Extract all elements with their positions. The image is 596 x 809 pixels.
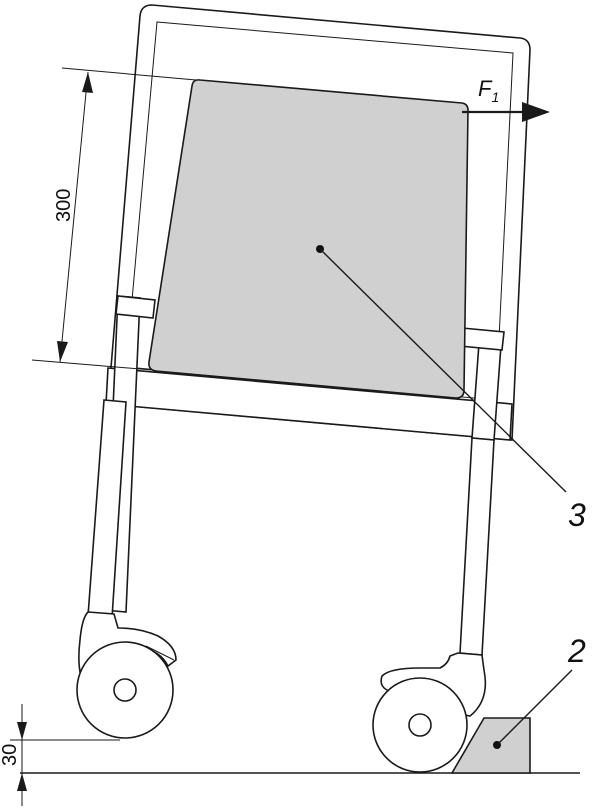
right-caster [372,652,487,773]
force-subscript: 1 [491,89,499,105]
label-3: 3 [568,497,586,533]
force-arrow [462,102,550,122]
force-label: F1 [478,76,499,105]
dimension-30 [10,704,120,806]
dimension-300 [31,67,197,371]
label-2: 2 [567,633,586,669]
force-symbol: F [478,76,493,101]
block-leader-line [496,669,573,746]
dimension-30-label: 30 [0,744,21,766]
dimension-300-label: 300 [53,189,75,222]
load-leader-line [319,248,567,493]
left-caster [76,611,177,739]
load-body [148,79,469,399]
